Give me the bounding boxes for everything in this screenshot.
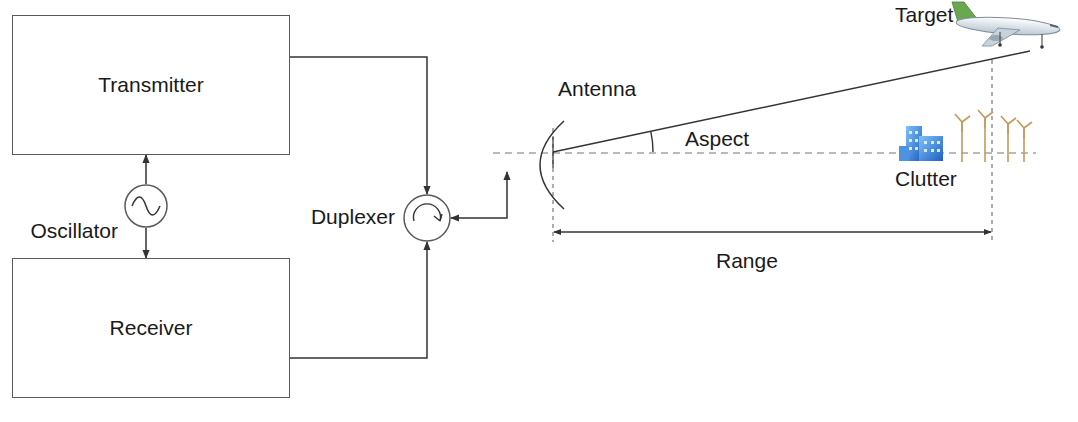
oscillator-circle: Oscillator (124, 184, 168, 228)
boresight-line (493, 152, 1036, 153)
aspect-arc (651, 131, 653, 152)
node-label: Antenna (558, 76, 636, 101)
node-label: Receiver (110, 315, 193, 340)
duplexer-circle: Duplexer (403, 194, 451, 242)
range-tick (991, 60, 992, 242)
range-arrow (554, 231, 991, 232)
node-label: Duplexer (311, 204, 395, 229)
signal-connector (290, 242, 427, 358)
aspect-label: Aspect (683, 126, 751, 151)
signal-connector (145, 228, 147, 258)
target-label: Target (893, 2, 955, 27)
node-label: Oscillator (30, 218, 118, 243)
windmill-icons (955, 110, 1032, 162)
range-label: Range (714, 248, 780, 273)
transmitter-box: Transmitter (12, 15, 290, 155)
receiver-box: Receiver (12, 258, 290, 398)
building-icons (899, 126, 943, 161)
antenna-dish-outline (508, 118, 570, 212)
range-tick (552, 128, 553, 242)
antenna-dish: Antenna (508, 118, 570, 212)
duplexer-circle-outline (403, 194, 451, 242)
line-of-sight (553, 51, 1030, 152)
antenna-feed (552, 137, 553, 168)
signal-connector (290, 57, 427, 194)
clutter-label: Clutter (893, 166, 959, 191)
signal-connector (145, 155, 147, 184)
signal-connector (451, 172, 507, 218)
node-label: Transmitter (98, 72, 203, 97)
aircraft-icon (952, 2, 1060, 49)
oscillator-circle-outline (124, 184, 168, 228)
